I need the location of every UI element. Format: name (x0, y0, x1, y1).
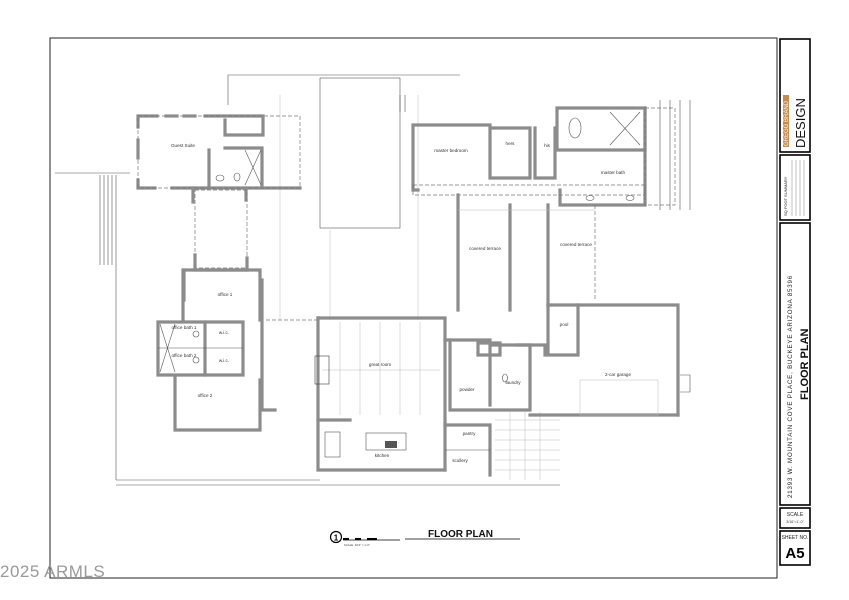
svg-text:GREGG BRAND: GREGG BRAND (784, 100, 790, 146)
sheet-border (49, 37, 778, 579)
service-rooms (443, 338, 560, 480)
firm-logo: GREGG BRAND DESIGN (783, 95, 808, 148)
garage (528, 303, 691, 417)
label-master-bedroom: master bedroom (434, 148, 468, 153)
drawing-title-text: FLOOR PLAN (428, 529, 493, 540)
label-wic-2: w.i.c. (219, 358, 229, 363)
label-pantry: pantry (463, 431, 476, 436)
sq-ft-summary-box (779, 154, 811, 221)
label-office-1: office 1 (218, 292, 233, 297)
title-block: GREGG BRAND DESIGN SQ FOOT SUMMARY 21393… (779, 38, 811, 566)
scale-box (779, 507, 811, 529)
pool-outline (319, 77, 401, 229)
label-master-bath: master bath (601, 170, 626, 175)
drawing-title: 1 SCALE: 3/16" = 1'-0" FLOOR PLAN (329, 529, 520, 547)
room-labels: Guest Suite master bedroom hers his mast… (171, 141, 631, 463)
label-garage: 2-car garage (605, 372, 631, 377)
watermark: 2025 ARMLS (0, 562, 106, 581)
label-hers: hers (506, 141, 516, 146)
project-address: 21393 W. MOUNTAIN COVE PLACE, BUCKEYE AR… (787, 275, 794, 498)
sheet-number: A5 (785, 545, 804, 562)
site-lines (55, 74, 560, 486)
label-office-bath-2: office bath 2 (172, 353, 197, 358)
great-room-kitchen (314, 316, 492, 472)
label-scullery: scullery (452, 458, 468, 463)
label-guest-suite: Guest Suite (171, 143, 195, 148)
label-covered-terrace-2: covered terrace (560, 242, 592, 247)
covered-terraces (456, 193, 596, 312)
label-laundry: laundry (505, 380, 521, 385)
sq-ft-summary-title: SQ FOOT SUMMARY (783, 176, 788, 216)
label-pool: pool (560, 322, 569, 327)
label-covered-terrace-1: covered terrace (469, 246, 501, 251)
detail-number: 1 (334, 534, 339, 543)
title-block-sheet-title: FLOOR PLAN (799, 328, 811, 400)
scale-value: 3/16"=1'-0" (786, 520, 804, 524)
label-wic-1: w.i.c. (219, 330, 229, 335)
label-kitchen: kitchen (375, 453, 390, 458)
label-office-2: office 2 (198, 393, 213, 398)
scale-note: SCALE: 3/16" = 1'-0" (344, 543, 370, 547)
project-box (779, 222, 811, 506)
sheet-number-box (779, 530, 811, 566)
label-his: his (544, 143, 551, 148)
detail-number-circle (329, 530, 343, 544)
label-office-bath-1: office bath 1 (172, 325, 197, 330)
master-wing (399, 95, 691, 210)
guest-suite (136, 114, 302, 272)
scale-bar (343, 538, 400, 541)
scale-label: SCALE (787, 512, 804, 518)
label-powder: powder (459, 387, 475, 392)
label-great-room: great room (369, 362, 391, 367)
svg-text:DESIGN: DESIGN (793, 98, 808, 148)
sheet-number-label: SHEET NO. (782, 535, 809, 541)
office-wing (156, 268, 320, 432)
